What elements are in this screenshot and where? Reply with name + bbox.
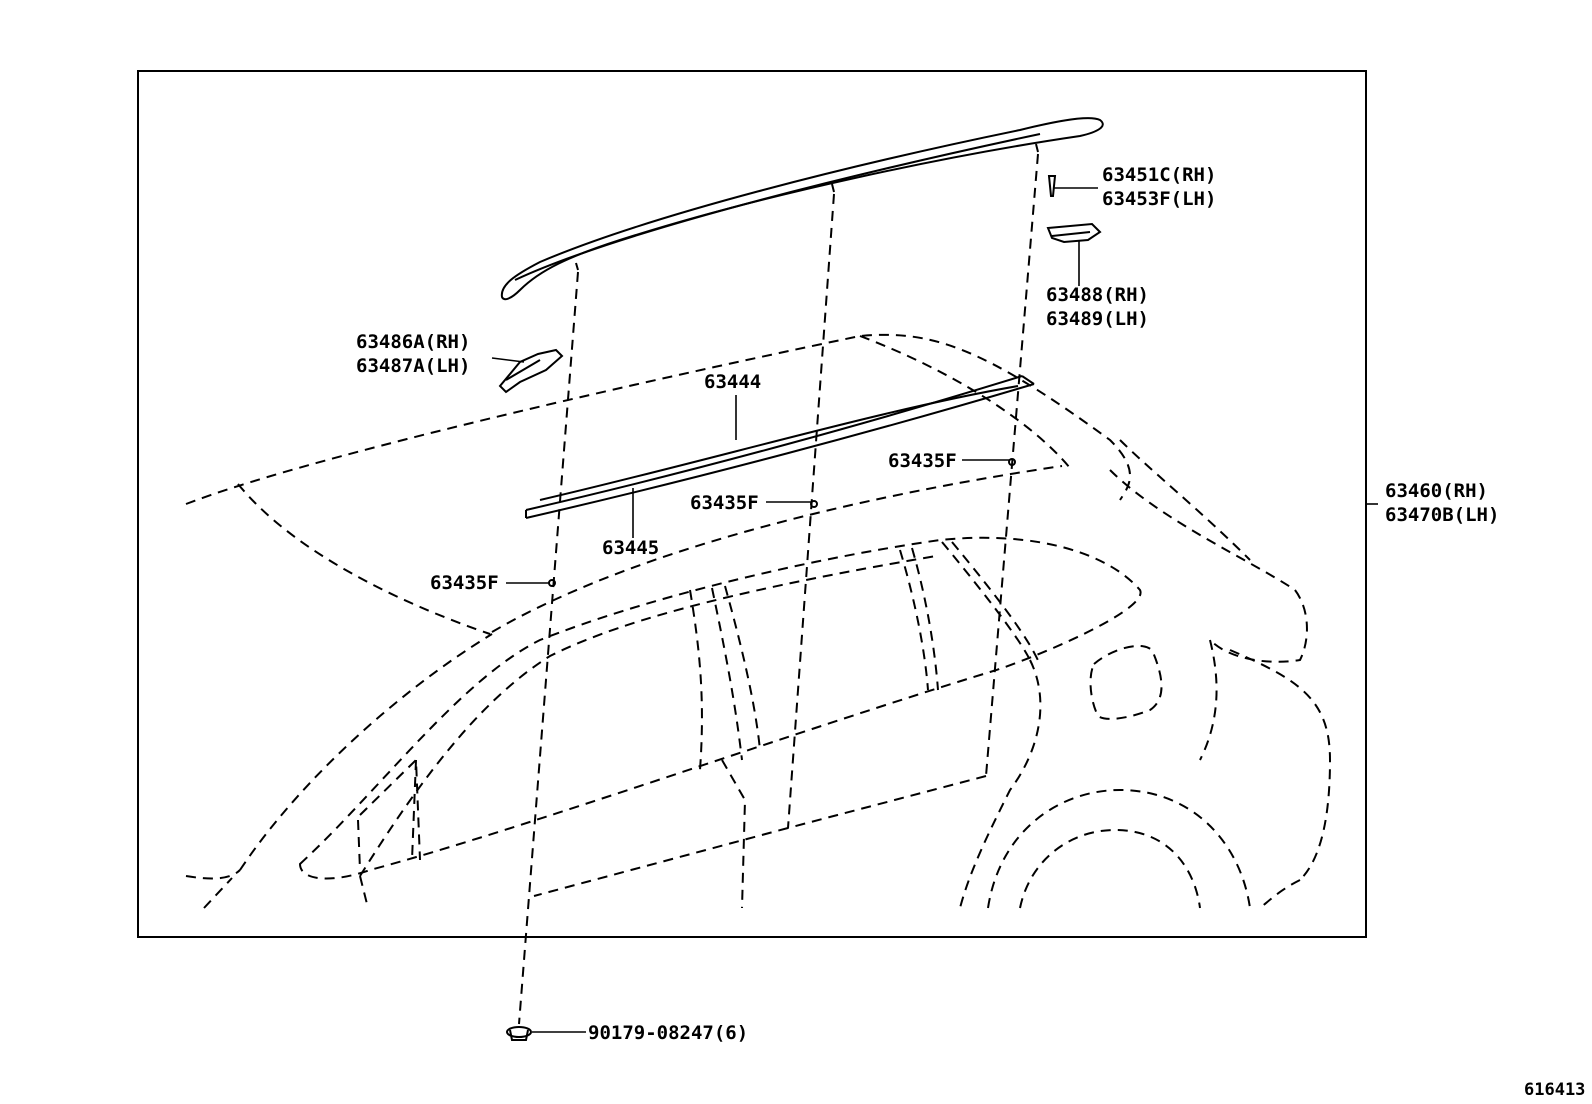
label-fastener-a: 63435F: [888, 450, 957, 472]
leader-lines: [491, 187, 1378, 1033]
illustration-number: 616413: [1524, 1080, 1585, 1099]
label-moulding-lower: 63445: [602, 537, 659, 559]
label-cover-front-rh: 63486A(RH): [356, 331, 470, 353]
rear-cover-part: [1046, 222, 1102, 244]
nut-part: [506, 1026, 532, 1041]
label-cover-rear-lh: 63489(LH): [1046, 308, 1149, 330]
label-cover-front-lh: 63487A(LH): [356, 355, 470, 377]
label-fastener-b: 63435F: [690, 492, 759, 514]
fastener-dot-b: [810, 500, 818, 508]
label-cover-rear-rh: 63488(RH): [1046, 284, 1149, 306]
clip-part: [1047, 175, 1057, 197]
assembly-lines: [518, 153, 1039, 1025]
label-clip-rh: 63451C(RH): [1102, 164, 1216, 186]
roof-rack-rail: [500, 117, 1104, 301]
fastener-dot-a: [1008, 458, 1016, 466]
roof-mouldings: [525, 375, 1035, 519]
front-cover-part: [498, 348, 564, 394]
label-moulding-upper: 63444: [704, 371, 761, 393]
label-fastener-c: 63435F: [430, 572, 499, 594]
label-roof-rack-rh: 63460(RH): [1385, 480, 1488, 502]
vehicle-body-outline: [185, 333, 1332, 909]
label-nut: 90179-08247(6): [588, 1022, 748, 1044]
label-clip-lh: 63453F(LH): [1102, 188, 1216, 210]
label-roof-rack-lh: 63470B(LH): [1385, 504, 1499, 526]
